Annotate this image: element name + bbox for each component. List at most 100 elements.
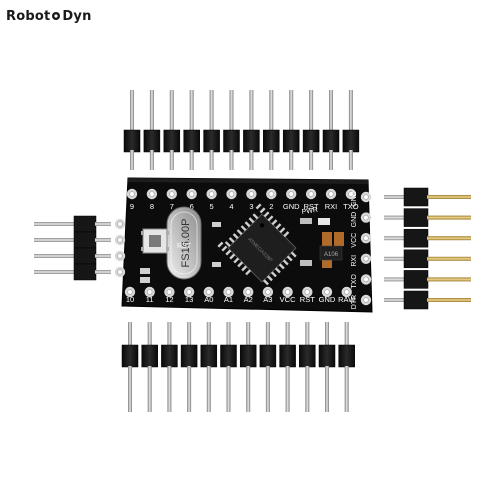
bottom-pin-header (121, 322, 355, 412)
chip-leg (262, 279, 269, 286)
bottom-header-pin-upper (226, 322, 231, 348)
right-pin-label: VCC (351, 233, 358, 248)
right-header-housing (403, 187, 429, 207)
top-header-pin-lower (269, 150, 274, 170)
chip-leg (271, 219, 278, 226)
regulator-marking: A106 (324, 252, 339, 258)
top-pin-label: 8 (150, 202, 154, 211)
plated-hole-center (363, 276, 369, 283)
bottom-pin-label: 13 (185, 295, 193, 304)
plated-hole-center (129, 191, 135, 197)
left-header-pin (34, 270, 76, 274)
bottom-header-pin (344, 366, 349, 412)
right-pin-label: TXO (351, 274, 358, 289)
bottom-pin-label: 10 (126, 295, 134, 304)
microcontroller-chip: ATMEGA328P (217, 203, 297, 286)
plated-hole-center (363, 214, 369, 221)
bottom-header-pin-upper (325, 322, 329, 348)
left-pin-header (34, 215, 111, 281)
top-header-pin-lower (329, 150, 333, 170)
chip-leg (221, 245, 228, 252)
bottom-header-pin (128, 366, 132, 412)
top-header-housing (342, 129, 360, 153)
right-header-pin-inner (384, 277, 410, 282)
plated-hole-center (225, 289, 232, 295)
right-header-pin-inner (384, 298, 410, 302)
top-header-pin-lower (289, 150, 294, 170)
top-pin-label: RST (304, 202, 319, 211)
plated-hole-center (328, 191, 334, 197)
top-pin-label: 9 (130, 202, 134, 211)
top-pin-header (123, 90, 360, 170)
plated-hole-center (228, 191, 235, 197)
chip-leg (233, 257, 240, 264)
top-header-pin-lower (169, 150, 174, 170)
top-header-housing (143, 129, 161, 153)
reset-button[interactable] (141, 228, 169, 254)
right-pin-label: DTR (351, 295, 358, 309)
plated-hole-center (149, 191, 155, 197)
plated-hole-center (363, 235, 369, 241)
top-header-housing (282, 129, 300, 153)
brand-logo: Robot Dyn (6, 6, 92, 26)
top-header-pin (130, 90, 134, 132)
plated-hole-center (208, 191, 215, 197)
top-header-pin-lower (229, 150, 234, 170)
bottom-header-pin (265, 366, 270, 412)
chip-leg (252, 213, 259, 220)
bottom-pin-label: RAW (338, 295, 356, 304)
chip-leg (237, 261, 244, 268)
top-header-housing (123, 129, 141, 153)
plated-hole-center (308, 191, 314, 197)
plated-hole-center (284, 289, 291, 295)
top-header-pin (289, 90, 294, 132)
plated-through-holes (114, 188, 372, 306)
left-header-pin (34, 238, 76, 242)
bottom-header-pin (305, 366, 310, 412)
right-pin-label: GND (351, 191, 358, 207)
chip-leg (259, 207, 266, 214)
plated-hole-center (245, 289, 251, 295)
right-header-pin-inner (384, 236, 410, 241)
chip-leg (270, 271, 277, 278)
bottom-pin-label: VCC (280, 295, 296, 304)
top-header-pin (149, 90, 154, 132)
top-pin-label: 7 (170, 202, 174, 211)
left-header-pin-inner (95, 238, 111, 242)
chip-leg (240, 225, 247, 232)
left-header-housing (73, 247, 97, 265)
top-header-pin-lower (348, 150, 353, 170)
chip-leg (232, 233, 239, 240)
bottom-header-pin-upper (246, 322, 251, 348)
chip-leg (228, 237, 235, 244)
bottom-header-pin (147, 366, 152, 412)
chip-leg (282, 259, 289, 266)
chip-leg (225, 249, 232, 256)
top-pin-label: 3 (249, 202, 253, 211)
top-pin-label: 2 (269, 202, 273, 211)
right-pin-label: GND (351, 212, 358, 228)
top-header-pin (269, 90, 274, 132)
plated-hole-center (268, 191, 274, 197)
plated-hole-center (248, 191, 255, 197)
top-header-pin (169, 90, 174, 132)
left-header-housing (73, 263, 97, 281)
bottom-header-pin (246, 366, 251, 412)
plated-hole-center (117, 253, 123, 259)
bottom-header-housing (220, 344, 237, 368)
chip-leg (224, 241, 231, 248)
bottom-pin-label: A0 (204, 295, 213, 304)
chip-leg (286, 255, 293, 262)
top-header-pin (348, 90, 353, 132)
bottom-header-pin-upper (147, 322, 152, 348)
bottom-header-pin-upper (187, 322, 192, 348)
bottom-header-housing (239, 344, 257, 368)
plated-hole-center (363, 297, 369, 303)
left-header-housing (73, 215, 97, 233)
plated-hole-center (304, 289, 310, 295)
bottom-pin-label: 11 (146, 295, 154, 304)
right-header-housing (403, 290, 429, 310)
top-header-pin (229, 90, 234, 132)
